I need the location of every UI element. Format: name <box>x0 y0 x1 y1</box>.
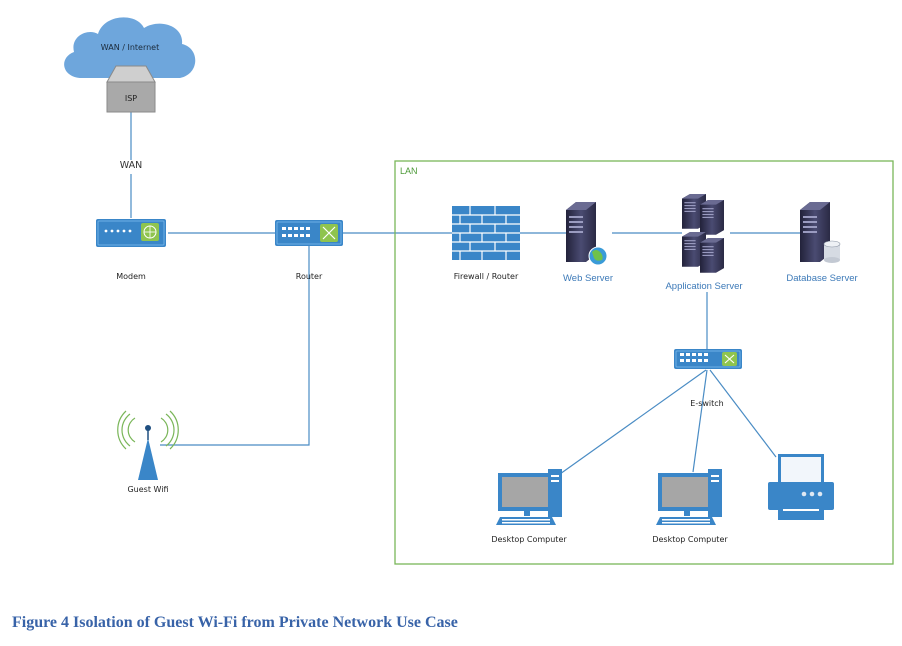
guest-wifi-icon <box>117 410 179 480</box>
link-eswitch-desktop2 <box>692 369 708 473</box>
web-server-label: Web Server <box>563 273 613 284</box>
modem-icon <box>96 219 166 247</box>
firewall-icon <box>452 206 520 260</box>
database-server-icon <box>800 202 841 263</box>
link-router-guestwifi <box>160 246 310 446</box>
isp-box <box>106 65 156 113</box>
connections <box>130 112 800 475</box>
router-label: Router <box>295 272 323 281</box>
lan-boundary <box>394 160 894 565</box>
figure-caption: Figure 4 Isolation of Guest Wi-Fi from P… <box>12 614 458 631</box>
database-server-label: Database Server <box>786 273 858 284</box>
printer-icon <box>768 454 834 520</box>
application-server-label: Application Server <box>665 281 743 292</box>
isp-label: ISP <box>124 94 138 103</box>
router-icon <box>275 220 343 246</box>
application-server-icon <box>682 194 724 273</box>
guest-wifi-label: Guest Wifi <box>127 485 169 494</box>
wan-link-label: WAN <box>119 160 143 171</box>
firewall-label: Firewall / Router <box>453 272 519 281</box>
eswitch-icon <box>674 349 742 369</box>
modem-label: Modem <box>116 272 146 281</box>
lan-label: LAN <box>400 166 418 176</box>
desktop-computer-2-icon <box>656 469 722 525</box>
link-eswitch-desktop1 <box>559 369 707 475</box>
eswitch-label: E-switch <box>690 399 724 408</box>
web-server-icon <box>566 202 608 266</box>
desktop-computer-2-label: Desktop Computer <box>652 535 728 544</box>
cloud-icon <box>64 17 196 78</box>
link-eswitch-printer <box>709 369 777 458</box>
desktop-computer-1-icon <box>496 469 562 525</box>
desktop-computer-1-label: Desktop Computer <box>491 535 567 544</box>
wan-internet-label: WAN / Internet <box>100 43 160 52</box>
